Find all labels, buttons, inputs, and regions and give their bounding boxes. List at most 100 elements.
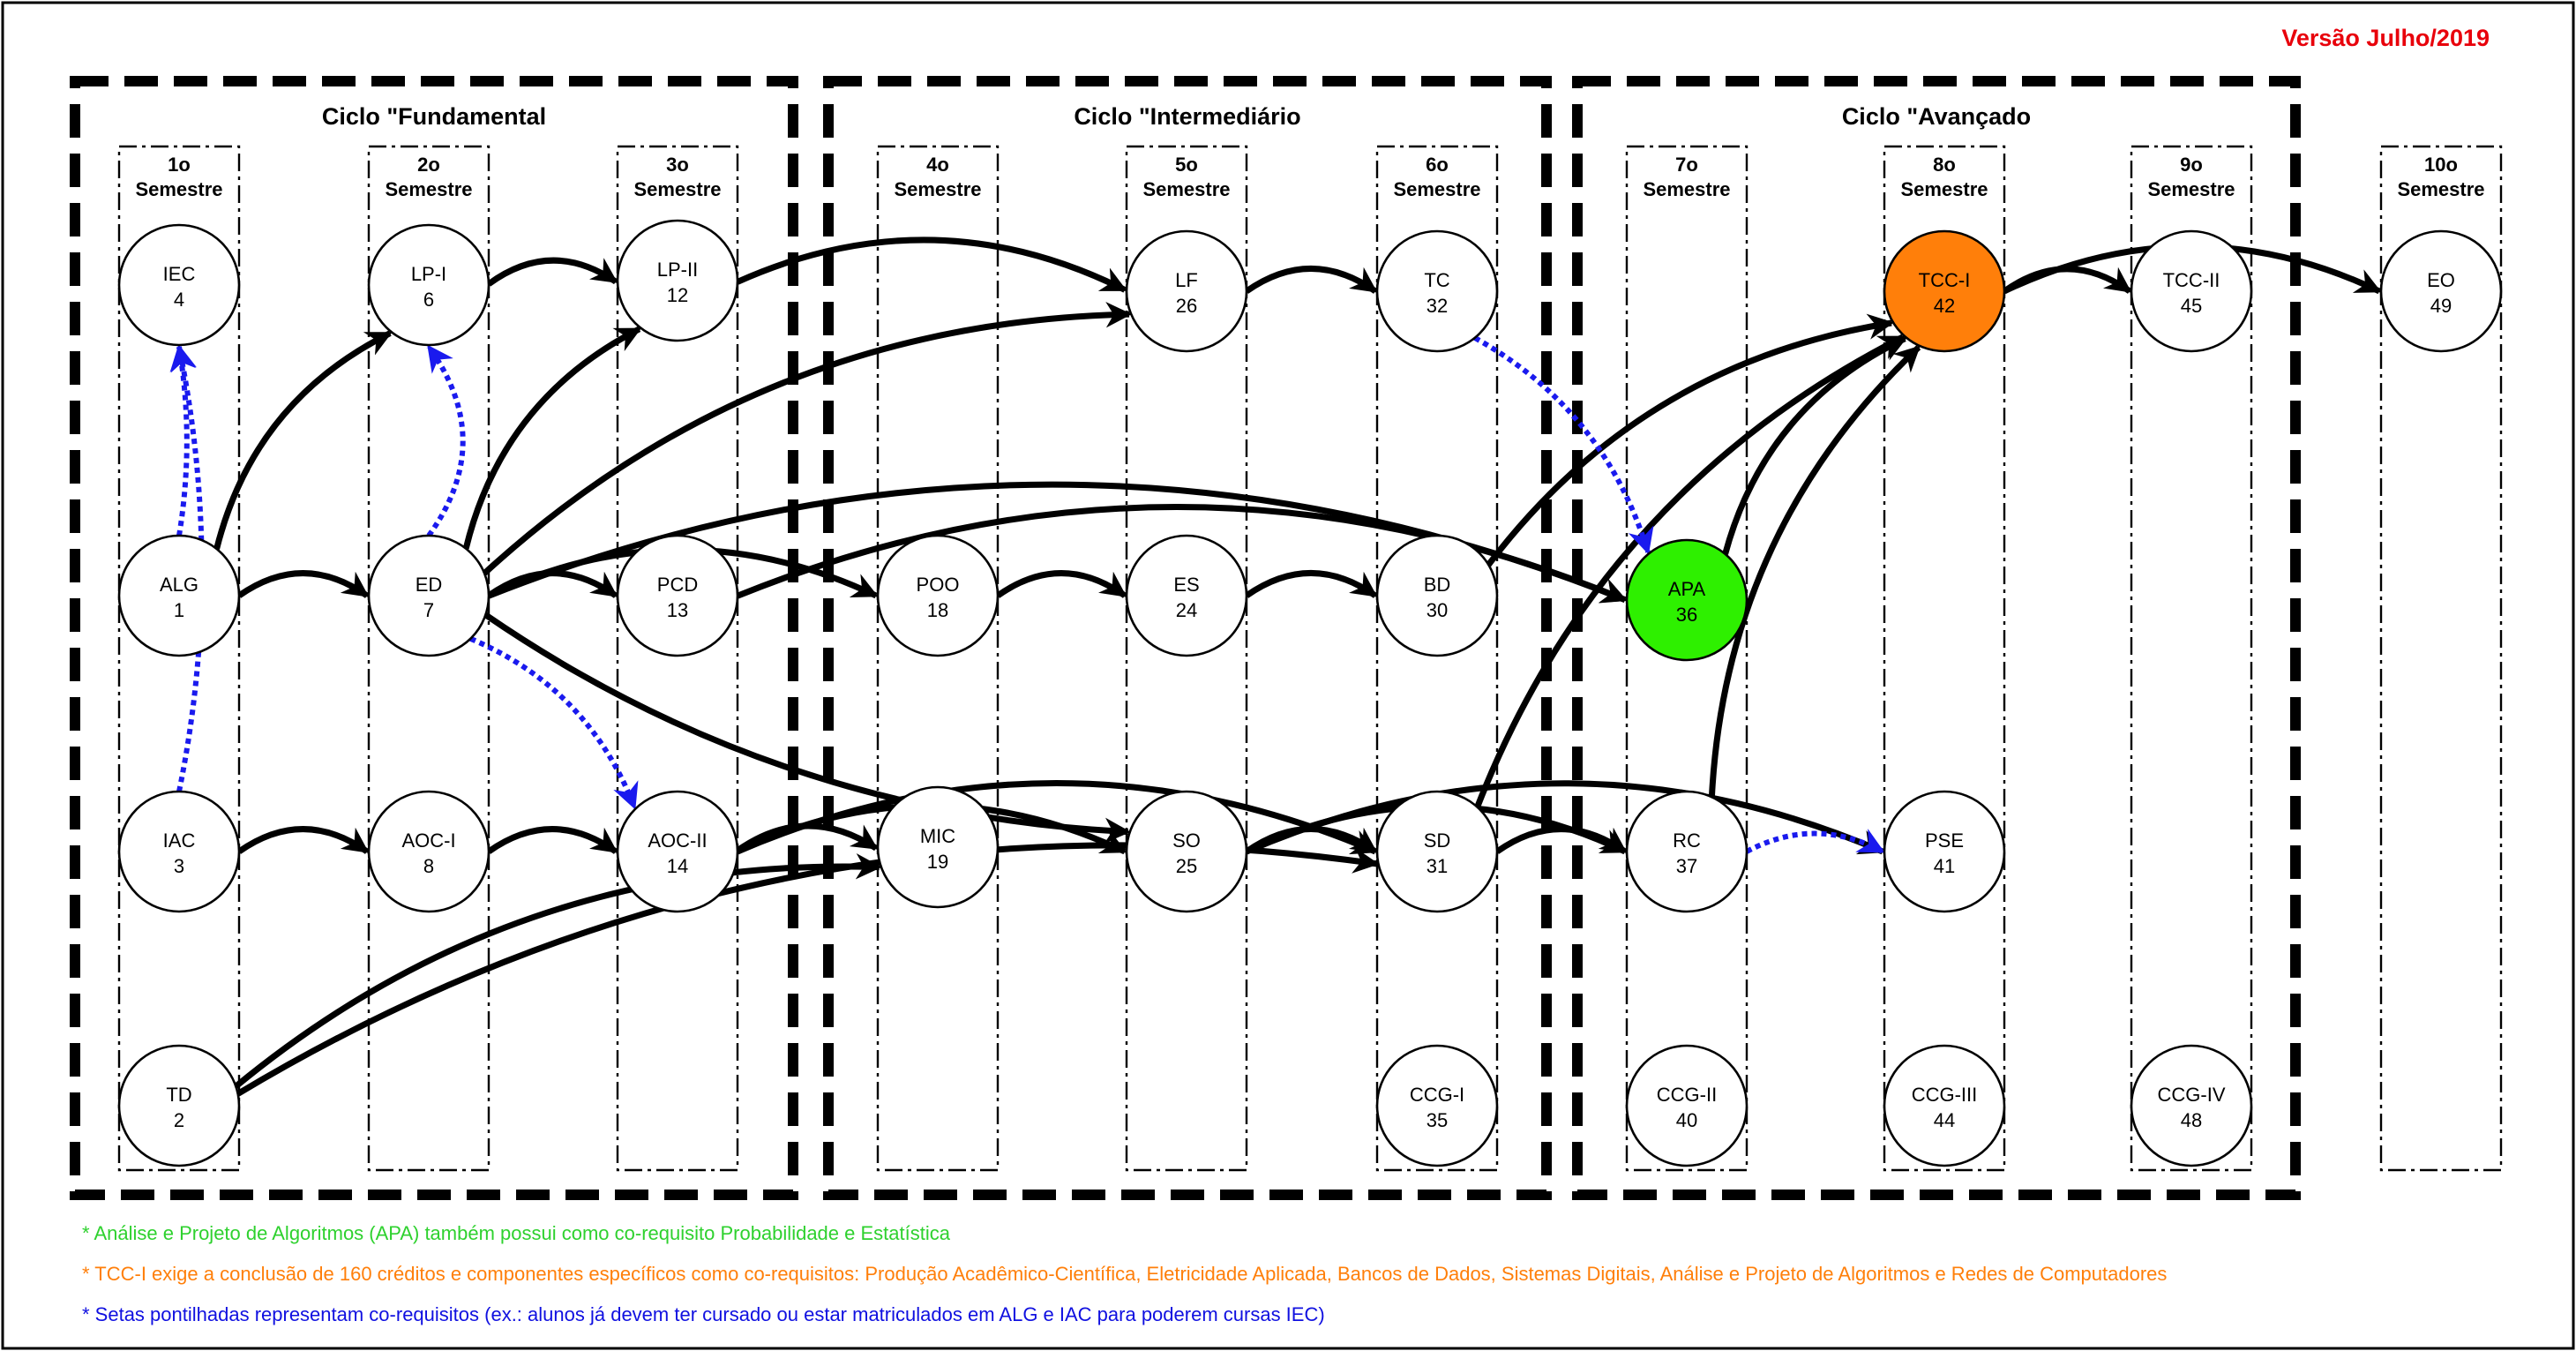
course-code: ES — [1173, 574, 1199, 596]
course-code: BD — [1424, 574, 1451, 596]
course-code: TCC-II — [2163, 269, 2220, 291]
course-node-aoci[interactable]: AOC-I8 — [367, 790, 490, 913]
course-number: 48 — [2181, 1109, 2202, 1131]
course-code: APA — [1668, 578, 1706, 600]
prerequisite-arrow-apa-tcci — [1722, 335, 1907, 555]
course-node-ccgiv[interactable]: CCG-IV 48 — [2130, 1044, 2253, 1167]
course-circle — [616, 790, 739, 913]
corequisite-arrow-rc-pse — [1745, 829, 1885, 854]
course-number: 26 — [1176, 295, 1197, 317]
course-number: 32 — [1427, 295, 1448, 317]
semester-number: 8o — [1933, 154, 1956, 176]
course-code: TD — [166, 1084, 191, 1106]
semester-label: Semestre — [135, 178, 222, 200]
semester-label: Semestre — [2397, 178, 2484, 200]
course-node-td[interactable]: TD 2 — [117, 1044, 241, 1167]
course-number: 13 — [667, 599, 688, 621]
course-code: AOC-II — [648, 829, 707, 852]
course-code: ALG — [160, 574, 198, 596]
course-node-es[interactable]: ES 24 — [1125, 534, 1248, 657]
course-circle — [117, 1044, 241, 1167]
course-code: LP-I — [411, 263, 446, 285]
prerequisite-arrow-lpii-lf — [736, 236, 1127, 293]
course-circle — [117, 790, 241, 913]
course-number: 36 — [1676, 604, 1697, 626]
corequisite-arrow-ed-aocii — [469, 636, 639, 810]
course-circle — [117, 534, 241, 657]
course-node-lpi[interactable]: LP-I 6 — [367, 223, 490, 347]
corequisite-arrow-tc-apa — [1473, 335, 1654, 555]
course-number: 18 — [927, 599, 948, 621]
corequisite-arrow-ed-lpi — [426, 344, 466, 537]
course-code: RC — [1673, 829, 1701, 852]
course-circle — [1125, 790, 1248, 913]
course-circle — [1883, 790, 2006, 913]
course-number: 4 — [174, 289, 184, 311]
course-code: TC — [1424, 269, 1449, 291]
course-node-apa[interactable]: APA 36 — [1625, 538, 1749, 662]
course-circle — [616, 219, 739, 342]
course-code: EO — [2427, 269, 2455, 291]
course-number: 24 — [1176, 599, 1197, 621]
course-circle — [1625, 1044, 1749, 1167]
course-circle — [367, 790, 490, 913]
semester-column — [876, 145, 1000, 1172]
prerequisite-arrow-lf-tc — [1244, 266, 1378, 294]
semester-label: Semestre — [894, 178, 981, 200]
course-circle — [1625, 790, 1749, 913]
prerequisite-arrow-aocii-mic — [735, 822, 879, 853]
cycle-fundamental-box — [70, 76, 798, 1200]
course-node-ccgi[interactable]: CCG-I35 — [1375, 1044, 1499, 1167]
course-code: CCG-IV — [2158, 1084, 2226, 1106]
course-code: IEC — [163, 263, 196, 285]
prerequisite-arrow-aoci-aocii — [486, 826, 618, 854]
course-node-ed[interactable]: ED7 — [367, 534, 490, 657]
semester-label: Semestre — [1900, 178, 1988, 200]
prerequisite-arrow-iac-aoci — [236, 826, 370, 854]
course-circle — [1125, 534, 1248, 657]
prerequisite-arrow-ed-lpii — [462, 326, 642, 550]
course-number: 7 — [423, 599, 434, 621]
course-node-tc[interactable]: TC 32 — [1375, 229, 1499, 353]
course-node-tcci[interactable]: TCC-I42 — [1883, 229, 2006, 353]
course-circle — [117, 223, 241, 347]
course-code: CCG-III — [1912, 1084, 1978, 1106]
prerequisite-arrow-lpi-lpii — [486, 257, 618, 287]
course-number: 3 — [174, 855, 184, 877]
course-circle — [1375, 1044, 1499, 1167]
prerequisite-arrow-bd-tcci — [1486, 313, 1894, 567]
semester-label: Semestre — [385, 178, 472, 200]
course-number: 6 — [423, 289, 434, 311]
course-node-iec[interactable]: IEC 4 — [117, 223, 241, 347]
semester-number: 5o — [1175, 154, 1198, 176]
version-label: Versão Julho/2019 — [2281, 25, 2490, 51]
course-code: CCG-I — [1410, 1084, 1464, 1106]
cycle-title: Ciclo "Fundamental — [322, 103, 546, 130]
course-code: CCG-II — [1657, 1084, 1717, 1106]
cycle-advanced-box — [1572, 76, 2301, 1200]
course-number: 2 — [174, 1109, 184, 1131]
course-circle — [367, 223, 490, 347]
course-circle — [367, 534, 490, 657]
prerequisite-arrow-es-bd — [1244, 570, 1378, 598]
course-number: 31 — [1427, 855, 1448, 877]
